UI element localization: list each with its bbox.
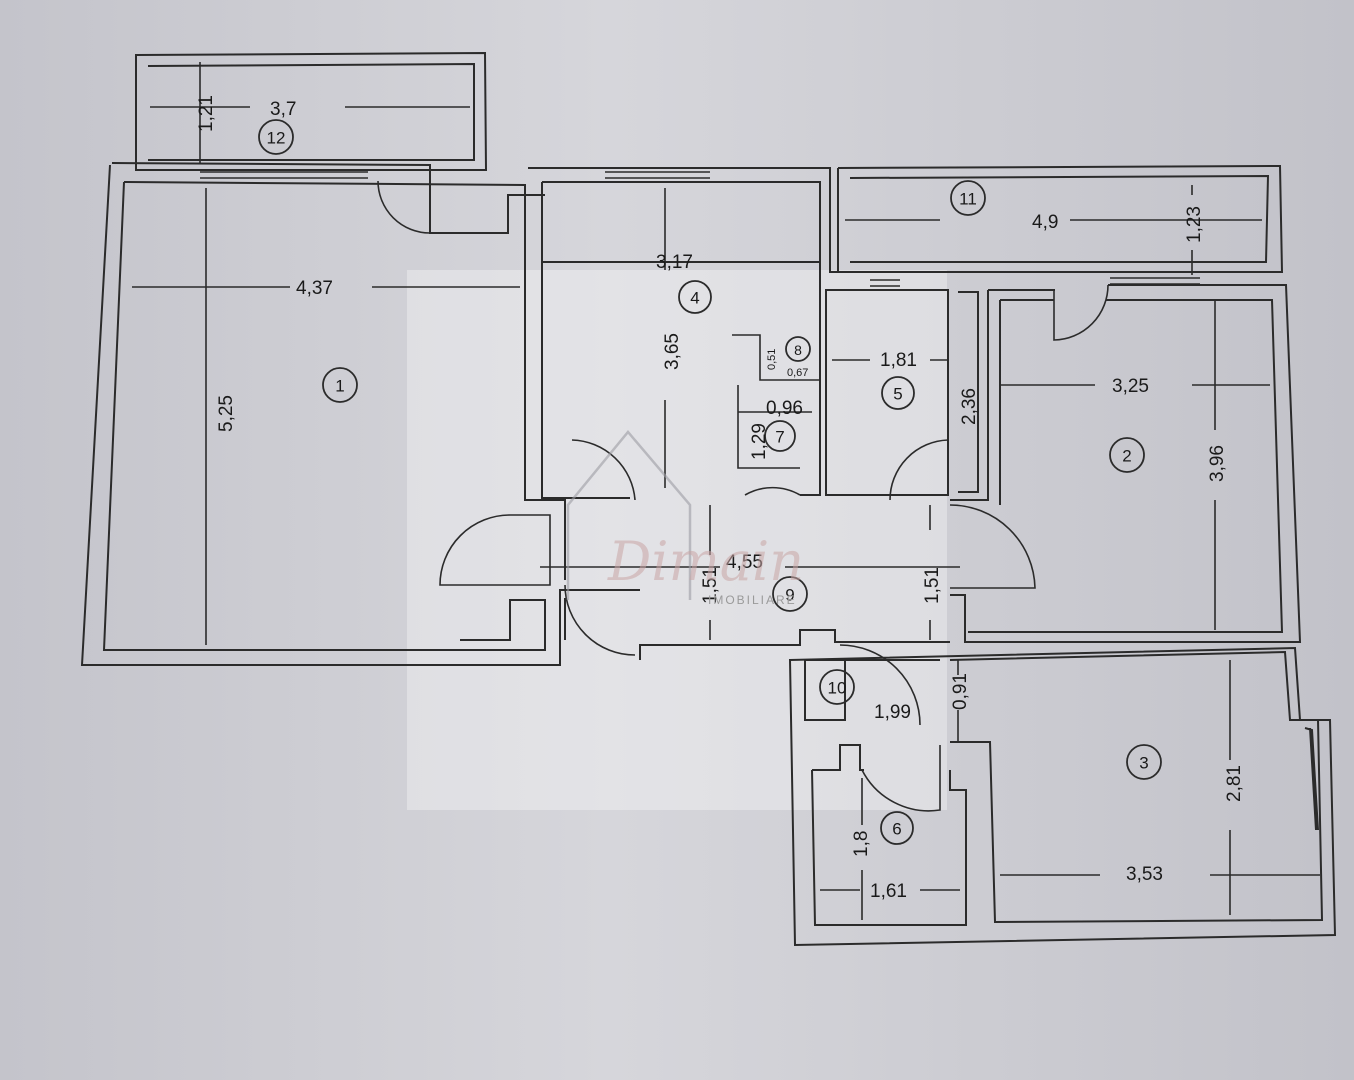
dim-4-width: 3,17 — [656, 252, 693, 273]
dim-3-height: 2,81 — [1224, 765, 1245, 802]
room-number-4: 4 — [690, 289, 699, 308]
dim-9-height-left: 1,51 — [700, 567, 721, 604]
dim-11-height: 1,23 — [1184, 206, 1205, 243]
watermark-house-icon — [566, 430, 692, 600]
room-number-5: 5 — [893, 385, 902, 404]
dim-3-width: 3,53 — [1126, 864, 1163, 885]
dim-5-width: 1,81 — [880, 350, 917, 371]
dimension-labels: 1,21 3,7 4,37 5,25 3,17 3,65 0,51 0,67 0… — [196, 95, 1245, 902]
dim-8-a: 0,51 — [766, 349, 778, 370]
dim-5-height: 2,36 — [959, 388, 980, 425]
watermark-script: Dimain — [607, 530, 804, 593]
dim-6-width: 1,61 — [870, 881, 907, 902]
room-number-3: 3 — [1139, 754, 1148, 773]
dim-8-b: 0,67 — [787, 367, 808, 379]
dim-1-height: 5,25 — [216, 395, 237, 432]
dim-10-width: 1,99 — [874, 702, 911, 723]
room-number-1: 1 — [335, 377, 344, 396]
room-number-6: 6 — [892, 820, 901, 839]
dim-12-height: 1,21 — [196, 95, 217, 132]
room-number-2: 2 — [1122, 447, 1131, 466]
room-number-8: 8 — [794, 342, 802, 358]
watermark-tagline: IMOBILIARE — [708, 593, 797, 607]
watermark: Dimain IMOBILIARE — [566, 430, 804, 607]
room-number-10: 10 — [828, 679, 847, 698]
dim-11-width: 4,9 — [1032, 212, 1058, 233]
dim-9-width: 4,55 — [726, 552, 763, 573]
dim-7-height: 1,29 — [749, 423, 770, 460]
room-number-12: 12 — [267, 129, 286, 148]
room-number-circles — [258, 119, 1162, 845]
dim-1-width: 4,37 — [296, 278, 333, 299]
room-number-11: 11 — [959, 190, 977, 209]
dimension-lines — [132, 62, 1320, 920]
dim-2-width: 3,25 — [1112, 376, 1149, 397]
dim-6-height: 1,8 — [851, 831, 872, 857]
dim-10-height: 0,91 — [950, 673, 971, 710]
dim-9-height-right: 1,51 — [922, 567, 943, 604]
walls — [80, 51, 1337, 947]
room-number-9: 9 — [785, 586, 794, 605]
dim-7-width: 0,96 — [766, 398, 803, 419]
dim-2-height: 3,96 — [1207, 445, 1228, 482]
room-number-7: 7 — [775, 428, 784, 447]
doors — [377, 180, 1109, 812]
dim-12-width: 3,7 — [270, 99, 296, 120]
room-numbers: 1 2 3 4 5 6 7 8 9 10 11 12 — [267, 129, 1149, 839]
dim-4-height: 3,65 — [662, 333, 683, 370]
